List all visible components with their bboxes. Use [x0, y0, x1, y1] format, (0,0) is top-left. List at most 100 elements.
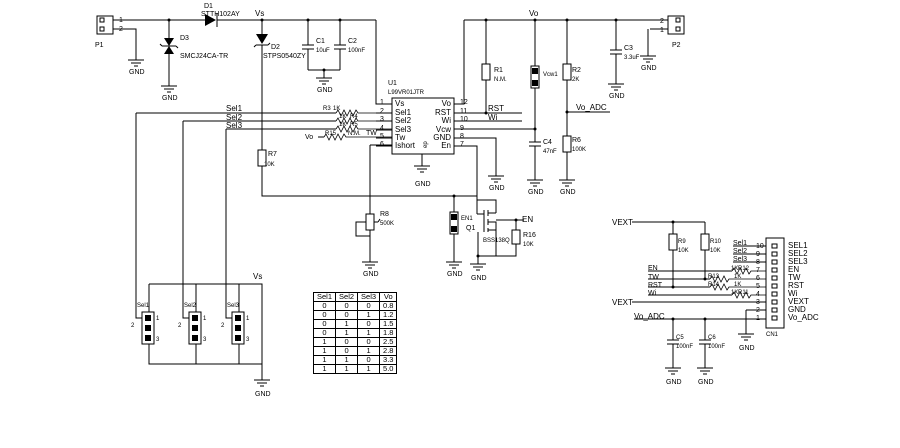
- vs-label-top: Vs: [255, 9, 264, 18]
- r3-value: 1K: [333, 106, 340, 112]
- u1-pin-num-11: 11: [460, 108, 467, 115]
- q1-gnd-symbol: GND: [470, 263, 487, 282]
- capacitor-c2: C2 100nF: [334, 20, 365, 70]
- p1-gnd-symbol: GND: [128, 59, 145, 76]
- u1-pin-name-right: Vo: [442, 99, 452, 108]
- sel2-pin-2: 2: [178, 323, 182, 329]
- sel1-pin-1: 1: [156, 316, 160, 322]
- cn1-left-nets: Sel1 Sel2 Sel3 EN TW RST Wi 1K R12 R13 1…: [612, 240, 766, 334]
- cn1-pin-signal: Vo_ADC: [788, 313, 819, 322]
- c4-value: 47nF: [543, 149, 557, 155]
- cn1-pin-signal: SEL1: [788, 241, 808, 250]
- r8-gnd-symbol: GND: [362, 261, 379, 278]
- cn1-rst-in-label: RST: [648, 282, 663, 289]
- cn1-pin-number: 5: [756, 283, 760, 290]
- cn1-pin-number: 4: [756, 291, 760, 298]
- vo-table-header-row: Sel1 Sel2 Sel3 Vo: [312, 292, 398, 302]
- u1-pin-num-5: 5: [380, 133, 384, 140]
- r13-ref: R13: [708, 274, 720, 280]
- r4-value: 1K: [339, 114, 346, 120]
- r6-gnd-label: GND: [560, 189, 576, 196]
- cn1-pin-pad: [771, 291, 778, 297]
- u1-pin-num-2: 2: [380, 108, 384, 115]
- cn1-pin-number: 9: [756, 251, 760, 258]
- en-net-label-q1: EN: [522, 215, 533, 224]
- connector-p1: P1 1 2: [95, 15, 123, 49]
- en1-gnd-label: GND: [447, 271, 463, 278]
- u1-pin-name-left: Ishort: [395, 141, 416, 150]
- sel3-net-label: Sel3: [226, 121, 243, 130]
- u1-pin-num-8: 8: [460, 133, 464, 140]
- c2-ref: C2: [348, 38, 357, 45]
- r16-ref: R16: [523, 232, 536, 239]
- u1-pin-name-right: RST: [435, 108, 451, 117]
- jumper-en1[interactable]: EN1: [449, 194, 473, 263]
- u1-ref: U1: [388, 80, 397, 87]
- r6-ref: R6: [572, 137, 581, 144]
- p1-gnd-label: GND: [129, 69, 145, 76]
- u1-pin8-gnd-label: GND: [489, 185, 505, 192]
- cn1-tw-in-label: TW: [648, 274, 659, 281]
- c4-ref: C4: [543, 139, 552, 146]
- vext-net-label-top: VEXT: [612, 218, 633, 227]
- en1-gnd-symbol: GND: [446, 261, 463, 278]
- u1-ep-label: ep: [423, 141, 429, 148]
- d3-part: SMCJ24CA-TR: [180, 53, 228, 60]
- p2-pin-1: 1: [660, 27, 664, 34]
- wi-net-label-u1: Wi: [488, 113, 498, 122]
- cn1-pin-number: 10: [756, 243, 764, 250]
- u1-pin-name-left: Sel3: [395, 125, 412, 134]
- r15-ref: R15: [325, 131, 337, 137]
- jumper-sel2[interactable]: Sel2 2 1 3: [178, 303, 207, 345]
- d2-ref: D2: [271, 44, 280, 51]
- tw-net: Vo R15 N.M. TW: [305, 130, 392, 141]
- r8-value: 500K: [380, 221, 394, 227]
- sel2-pin-3: 3: [203, 337, 207, 343]
- capacitor-c3: C3 3.3uF: [610, 20, 640, 84]
- vo-table-cell: 1: [357, 364, 381, 374]
- connector-p2: 2 1 P2: [660, 15, 685, 49]
- resistor-r9: R9 10K: [668, 233, 689, 286]
- jumper-vcw1[interactable]: Vcw1: [530, 20, 558, 142]
- cn1-pin-pad: [771, 283, 778, 289]
- c2-value: 100nF: [348, 48, 365, 54]
- p1-ref: P1: [95, 42, 104, 49]
- cn1-pin-number: 8: [756, 259, 760, 266]
- sel2-pin-1: 1: [203, 316, 207, 322]
- p2-gnd-symbol: GND: [640, 55, 657, 72]
- r11-value: 1K: [731, 290, 738, 296]
- r16-value: 10K: [523, 242, 534, 248]
- sel3-jumper-label: Sel3: [227, 303, 240, 309]
- vo-table-cell: 1: [335, 364, 359, 374]
- vcw1-label: Vcw1: [543, 72, 558, 78]
- jumper-sel1[interactable]: Sel1 2 1 3: [131, 303, 160, 345]
- c6-gnd-label: GND: [698, 379, 714, 386]
- u1-pin-num-3: 3: [380, 116, 384, 123]
- c1-ref: C1: [316, 38, 325, 45]
- u1-pin-num-7: 7: [460, 141, 464, 148]
- r7-ref: R7: [268, 151, 277, 158]
- jumper-sel3[interactable]: Sel3 2 1 3: [221, 303, 250, 345]
- capacitor-c5: C5 100nF: [667, 319, 693, 368]
- d1-ref: D1: [204, 3, 213, 10]
- u1-pin-name-right: Vcw: [436, 125, 451, 134]
- c5-gnd-label: GND: [666, 379, 682, 386]
- vo-label-tw: Vo: [305, 134, 313, 141]
- vo-table-cell: 1: [312, 364, 337, 374]
- r1-value: N.M.: [494, 77, 507, 83]
- r1-ref: R1: [494, 67, 503, 74]
- rst-net-label-u1: RST: [488, 104, 504, 113]
- resistor-r7: R7 10K: [257, 149, 277, 168]
- c1c2-gnd-symbol: GND: [316, 77, 333, 94]
- cn1-sel3-in-label: Sel3: [733, 256, 747, 263]
- d3-gnd-label: GND: [162, 95, 178, 102]
- u1-pin8-gnd-symbol: GND: [488, 175, 505, 192]
- vs-rail-bottom: Vs: [148, 272, 263, 380]
- sel3-pin-1: 1: [246, 316, 250, 322]
- cn1-pin-pad: [771, 275, 778, 281]
